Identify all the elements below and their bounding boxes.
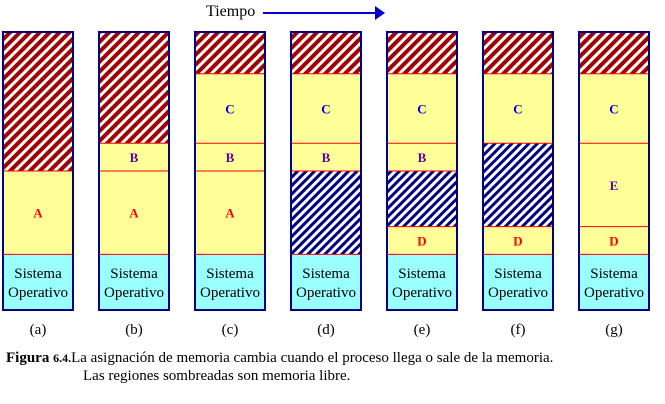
process-label-a: A: [129, 206, 139, 221]
column-label: (g): [605, 322, 623, 338]
column-border: [482, 31, 554, 311]
process-segment-c: [195, 73, 265, 144]
free-memory-segment: [483, 143, 553, 227]
process-label-b: B: [226, 150, 235, 165]
process-segment-a: [99, 171, 169, 255]
column-label: (c): [221, 322, 239, 338]
column-border: [578, 31, 650, 311]
process-segment-c: [387, 73, 457, 144]
process-segment-d: [483, 226, 553, 255]
free-memory-segment: [291, 171, 361, 255]
process-segment-c: [579, 73, 649, 144]
process-segment-a: [3, 171, 73, 255]
figure-caption: Figura 6.4.La asignación de memoria camb…: [6, 349, 553, 385]
process-segment-b: [387, 143, 457, 171]
os-segment: [291, 254, 361, 310]
free-memory-segment: [387, 171, 457, 227]
os-segment: [387, 254, 457, 310]
process-segment-e: [579, 143, 649, 227]
process-label-d: D: [417, 234, 426, 249]
process-segment-a: [195, 171, 265, 255]
process-label-c: C: [417, 101, 426, 116]
column-label: (d): [317, 322, 335, 338]
process-label-c: C: [225, 101, 234, 116]
free-memory-segment: [387, 32, 457, 74]
os-segment: [3, 254, 73, 310]
process-segment-c: [483, 73, 553, 144]
free-memory-segment: [195, 32, 265, 74]
free-memory-segment: [483, 32, 553, 74]
process-segment-b: [291, 143, 361, 171]
caption-figure-word: Figura: [6, 350, 50, 366]
process-label-a: A: [225, 206, 235, 221]
free-memory-segment: [3, 32, 73, 171]
time-label: Tiempo: [206, 3, 256, 20]
process-label-c: C: [321, 101, 330, 116]
process-label-b: B: [322, 150, 331, 165]
caption-figure-number: 6.4.: [53, 351, 72, 365]
process-segment-c: [291, 73, 361, 144]
caption-line-1: La asignación de memoria cambia cuando e…: [71, 350, 554, 366]
column-label: (f): [510, 322, 526, 338]
column-border: [194, 31, 266, 311]
process-segment-b: [195, 143, 265, 171]
process-label-c: C: [513, 101, 522, 116]
process-label-b: B: [130, 150, 139, 165]
process-segment-d: [387, 226, 457, 255]
process-label-c: C: [609, 101, 618, 116]
os-segment: [195, 254, 265, 310]
process-label-e: E: [610, 178, 619, 193]
process-label-d: D: [609, 234, 618, 249]
column-border: [290, 31, 362, 311]
process-label-b: B: [418, 150, 427, 165]
column-label: (e): [413, 322, 431, 338]
os-segment: [99, 254, 169, 310]
column-label: (b): [125, 322, 143, 338]
column-border: [98, 31, 170, 311]
process-label-a: A: [33, 206, 43, 221]
time-arrow-icon: [263, 6, 385, 20]
free-memory-segment: [99, 32, 169, 144]
os-segment: [483, 254, 553, 310]
column-border: [386, 31, 458, 311]
process-label-d: D: [513, 234, 522, 249]
process-segment-d: [579, 226, 649, 255]
caption-line-2: Las regiones sombreadas son memoria libr…: [83, 368, 351, 384]
free-memory-segment: [579, 32, 649, 74]
process-segment-b: [99, 143, 169, 171]
free-memory-segment: [291, 32, 361, 74]
column-label: (a): [29, 322, 47, 338]
column-border: [2, 31, 74, 311]
os-segment: [579, 254, 649, 310]
